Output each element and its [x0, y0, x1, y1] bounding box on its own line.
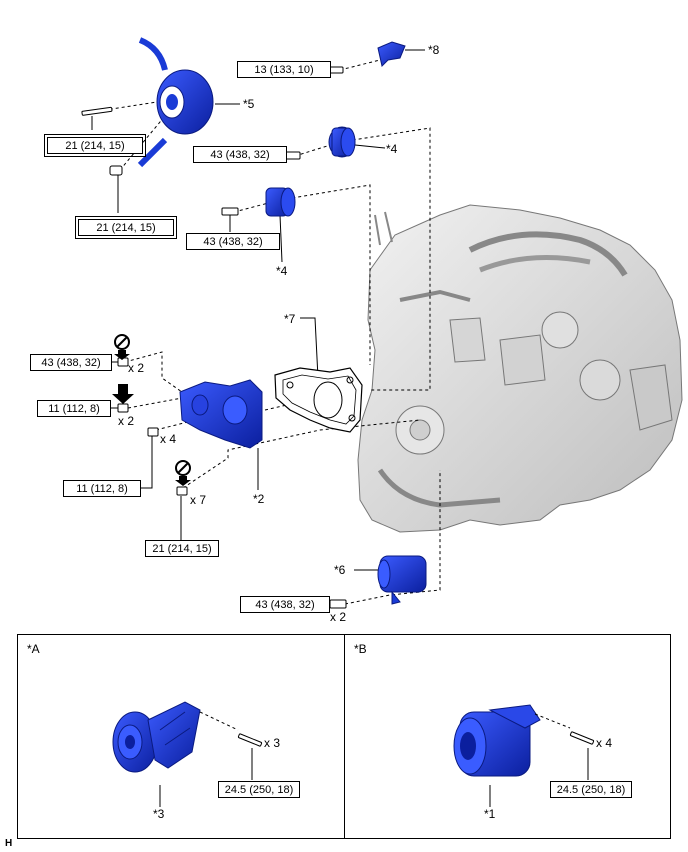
- part-2-water-pump: [179, 379, 263, 449]
- torque-label-x7: 21 (214, 15): [145, 540, 219, 557]
- callout-6: *6: [334, 563, 346, 577]
- panel-b-title: *B: [354, 642, 367, 656]
- torque-label-x4: 11 (112, 8): [63, 480, 141, 497]
- qty-b: x 4: [596, 736, 613, 750]
- panel-b: [344, 634, 671, 839]
- callout-7: *7: [284, 312, 296, 326]
- torque-label-a: 24.5 (250, 18): [218, 781, 300, 798]
- qty-a: x 3: [264, 736, 281, 750]
- qty-x4: x 4: [160, 432, 177, 446]
- part-8-bracket: [377, 41, 406, 67]
- part-1-compressor: [453, 704, 541, 777]
- no-reuse-icon: [175, 460, 191, 486]
- torque-label-5a: 21 (214, 15): [44, 134, 146, 157]
- torque-label-8: 13 (133, 10): [237, 61, 331, 78]
- qty-x7: x 7: [190, 493, 207, 507]
- panel-a: [17, 634, 345, 839]
- connector-line-b: [534, 713, 571, 729]
- panel-a-title: *A: [27, 642, 40, 656]
- torque-label-arrow: 11 (112, 8): [37, 400, 111, 417]
- callout-1: *1: [484, 807, 496, 821]
- connector-line-a: [199, 711, 239, 731]
- qty-no-reuse: x 2: [128, 361, 145, 375]
- callout-5: *5: [243, 97, 255, 111]
- leader-lines: [91, 49, 491, 807]
- part-3-pulley-bracket: [112, 701, 201, 773]
- engine-illustration: [357, 204, 683, 533]
- torque-label-5b: 21 (214, 15): [75, 216, 177, 239]
- no-reuse-icon: [114, 334, 130, 360]
- bolt-b: [569, 731, 595, 745]
- torque-label-b: 24.5 (250, 18): [550, 781, 632, 798]
- callout-2: *2: [253, 492, 265, 506]
- callout-4-upper: *4: [386, 142, 398, 156]
- torque-label-4a: 43 (438, 32): [193, 146, 287, 163]
- callout-4-lower: *4: [276, 264, 288, 278]
- figure-code: H: [5, 838, 13, 849]
- torque-label-no-reuse: 43 (438, 32): [30, 354, 112, 371]
- part-4-idler-lower: [265, 187, 296, 217]
- qty-6: x 2: [330, 610, 347, 624]
- part-5-water-inlet: [137, 37, 214, 168]
- torque-label-4b: 43 (438, 32): [186, 233, 280, 250]
- arrow-down-icon: [112, 384, 134, 404]
- callout-3: *3: [153, 807, 165, 821]
- callout-8: *8: [428, 43, 440, 57]
- part-4-idler-upper: [328, 126, 356, 158]
- part-6-component: [377, 555, 427, 605]
- qty-arrow: x 2: [118, 414, 135, 428]
- part-7-gasket: [274, 367, 363, 433]
- torque-label-6: 43 (438, 32): [240, 596, 330, 613]
- bolt-a: [237, 733, 263, 747]
